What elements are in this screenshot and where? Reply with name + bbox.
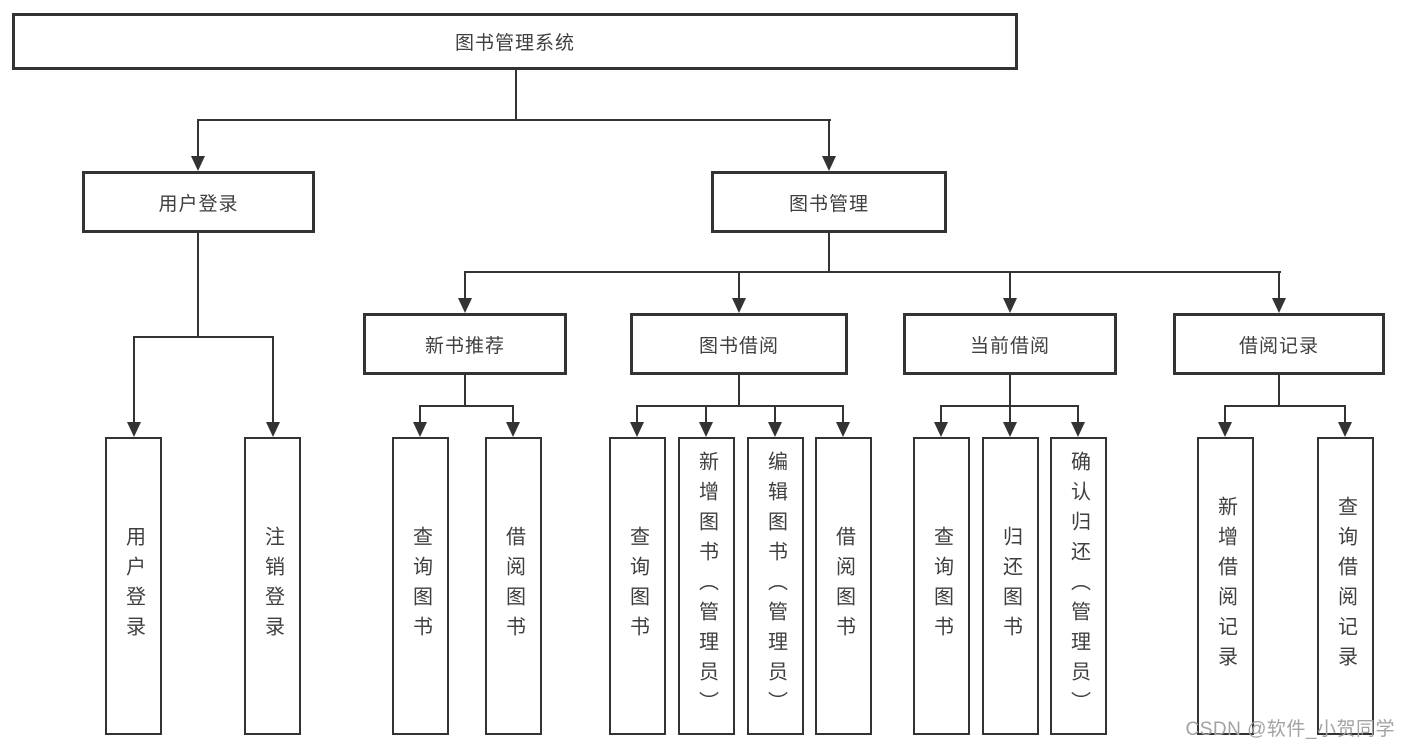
leaf-logout: 注销登录 (244, 437, 301, 735)
connector-line (512, 405, 514, 424)
arrowhead-icon (506, 422, 520, 437)
connector-line (197, 233, 199, 338)
connector-line (738, 375, 740, 407)
connector-line (1344, 405, 1346, 424)
leaf-return-books: 归还图书 (982, 437, 1039, 735)
connector-line (1224, 405, 1226, 424)
leaf-confirm-return-admin: 确认归还（管理员） (1050, 437, 1107, 735)
connector-line (1009, 375, 1011, 407)
connector-line (133, 336, 135, 424)
connector-line (705, 405, 707, 424)
connector-line (464, 375, 466, 407)
arrowhead-icon (630, 422, 644, 437)
connector-line (1278, 375, 1280, 407)
connector-line (940, 405, 942, 424)
connector-line (515, 70, 517, 120)
connector-line (1009, 405, 1011, 424)
leaf-borrow-books-recommend: 借阅图书 (485, 437, 542, 735)
csdn-watermark: CSDN @软件_小贺同学 (1185, 719, 1395, 740)
arrowhead-icon (1218, 422, 1232, 437)
arrowhead-icon (836, 422, 850, 437)
arrowhead-icon (1003, 298, 1017, 313)
connector-line (636, 405, 844, 407)
node-library-management-system: 图书管理系统 (12, 13, 1018, 70)
connector-line (419, 405, 514, 407)
arrowhead-icon (127, 422, 141, 437)
leaf-add-borrow-record: 新增借阅记录 (1197, 437, 1254, 735)
arrowhead-icon (934, 422, 948, 437)
arrowhead-icon (822, 156, 836, 171)
connector-line (1224, 405, 1346, 407)
leaf-user-login: 用户登录 (105, 437, 162, 735)
arrowhead-icon (458, 298, 472, 313)
node-current-borrowing: 当前借阅 (903, 313, 1117, 375)
connector-line (1009, 271, 1011, 300)
arrowhead-icon (699, 422, 713, 437)
connector-line (1077, 405, 1079, 424)
arrowhead-icon (413, 422, 427, 437)
connector-line (828, 119, 830, 158)
connector-line (197, 119, 831, 121)
leaf-query-books-recommend: 查询图书 (392, 437, 449, 735)
node-book-borrowing: 图书借阅 (630, 313, 848, 375)
leaf-add-books-admin: 新增图书（管理员） (678, 437, 735, 735)
arrowhead-icon (1272, 298, 1286, 313)
arrowhead-icon (1003, 422, 1017, 437)
connector-line (636, 405, 638, 424)
arrowhead-icon (1071, 422, 1085, 437)
leaf-query-borrow-record: 查询借阅记录 (1317, 437, 1374, 735)
arrowhead-icon (191, 156, 205, 171)
arrowhead-icon (266, 422, 280, 437)
leaf-query-books-current: 查询图书 (913, 437, 970, 735)
node-borrowing-records: 借阅记录 (1173, 313, 1385, 375)
connector-line (774, 405, 776, 424)
leaf-borrow-books-borrowing: 借阅图书 (815, 437, 872, 735)
leaf-edit-books-admin: 编辑图书（管理员） (747, 437, 804, 735)
connector-line (842, 405, 844, 424)
node-user-login: 用户登录 (82, 171, 315, 233)
connector-line (464, 271, 466, 300)
connector-line (1278, 271, 1280, 300)
connector-line (197, 119, 199, 158)
arrowhead-icon (732, 298, 746, 313)
connector-line (464, 271, 1281, 273)
connector-line (272, 336, 274, 424)
connector-line (133, 336, 274, 338)
connector-line (828, 233, 830, 273)
arrowhead-icon (1338, 422, 1352, 437)
connector-line (738, 271, 740, 300)
node-new-book-recommend: 新书推荐 (363, 313, 567, 375)
connector-line (419, 405, 421, 424)
leaf-query-books-borrowing: 查询图书 (609, 437, 666, 735)
arrowhead-icon (768, 422, 782, 437)
node-book-management: 图书管理 (711, 171, 947, 233)
